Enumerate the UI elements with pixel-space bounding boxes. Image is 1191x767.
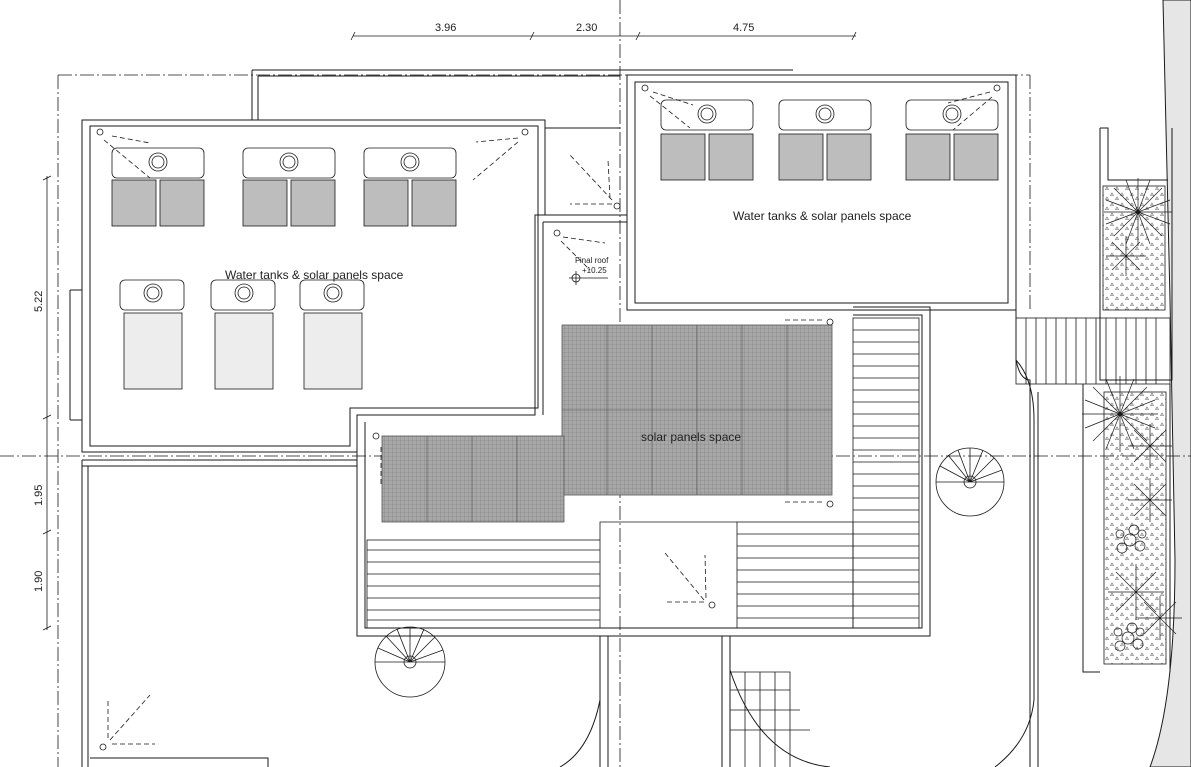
dimension-left-1: 5.22: [33, 291, 45, 312]
dimension-top-2: 2.30: [576, 22, 597, 34]
neighbor-strip: [1149, 0, 1191, 767]
dimension-top-3: 4.75: [733, 22, 754, 34]
solar-panels-label: solar panels space: [641, 430, 741, 444]
water-tanks-left-label: Water tanks & solar panels space: [225, 268, 404, 282]
spiral-stair-right: [935, 447, 1005, 517]
solar-panels-lower: [381, 435, 565, 523]
water-tanks-right: [660, 99, 999, 181]
tree-symbols: [1082, 178, 1182, 652]
water-tanks-right-label: Water tanks & solar panels space: [733, 209, 912, 223]
planter-lower: [1103, 391, 1167, 665]
top-dimension-line: [350, 31, 857, 41]
stairs: [366, 317, 1171, 767]
final-roof-marker: [569, 271, 608, 285]
left-dimension-line: [42, 175, 52, 631]
final-roof-level: +10.25: [582, 266, 607, 275]
dimension-top-1: 3.96: [435, 22, 456, 34]
dimension-left-3: 1.90: [33, 571, 45, 592]
building-outline: [69, 69, 1173, 767]
dimension-left-2: 1.95: [33, 485, 45, 506]
roof-drains: [96, 84, 1001, 751]
final-roof-title: Final roof: [575, 256, 609, 265]
drain-slope-lines: [103, 91, 993, 745]
water-tanks-left: [111, 147, 457, 390]
spiral-stair-left: [374, 626, 446, 698]
solar-panel-dividers: [426, 325, 832, 522]
